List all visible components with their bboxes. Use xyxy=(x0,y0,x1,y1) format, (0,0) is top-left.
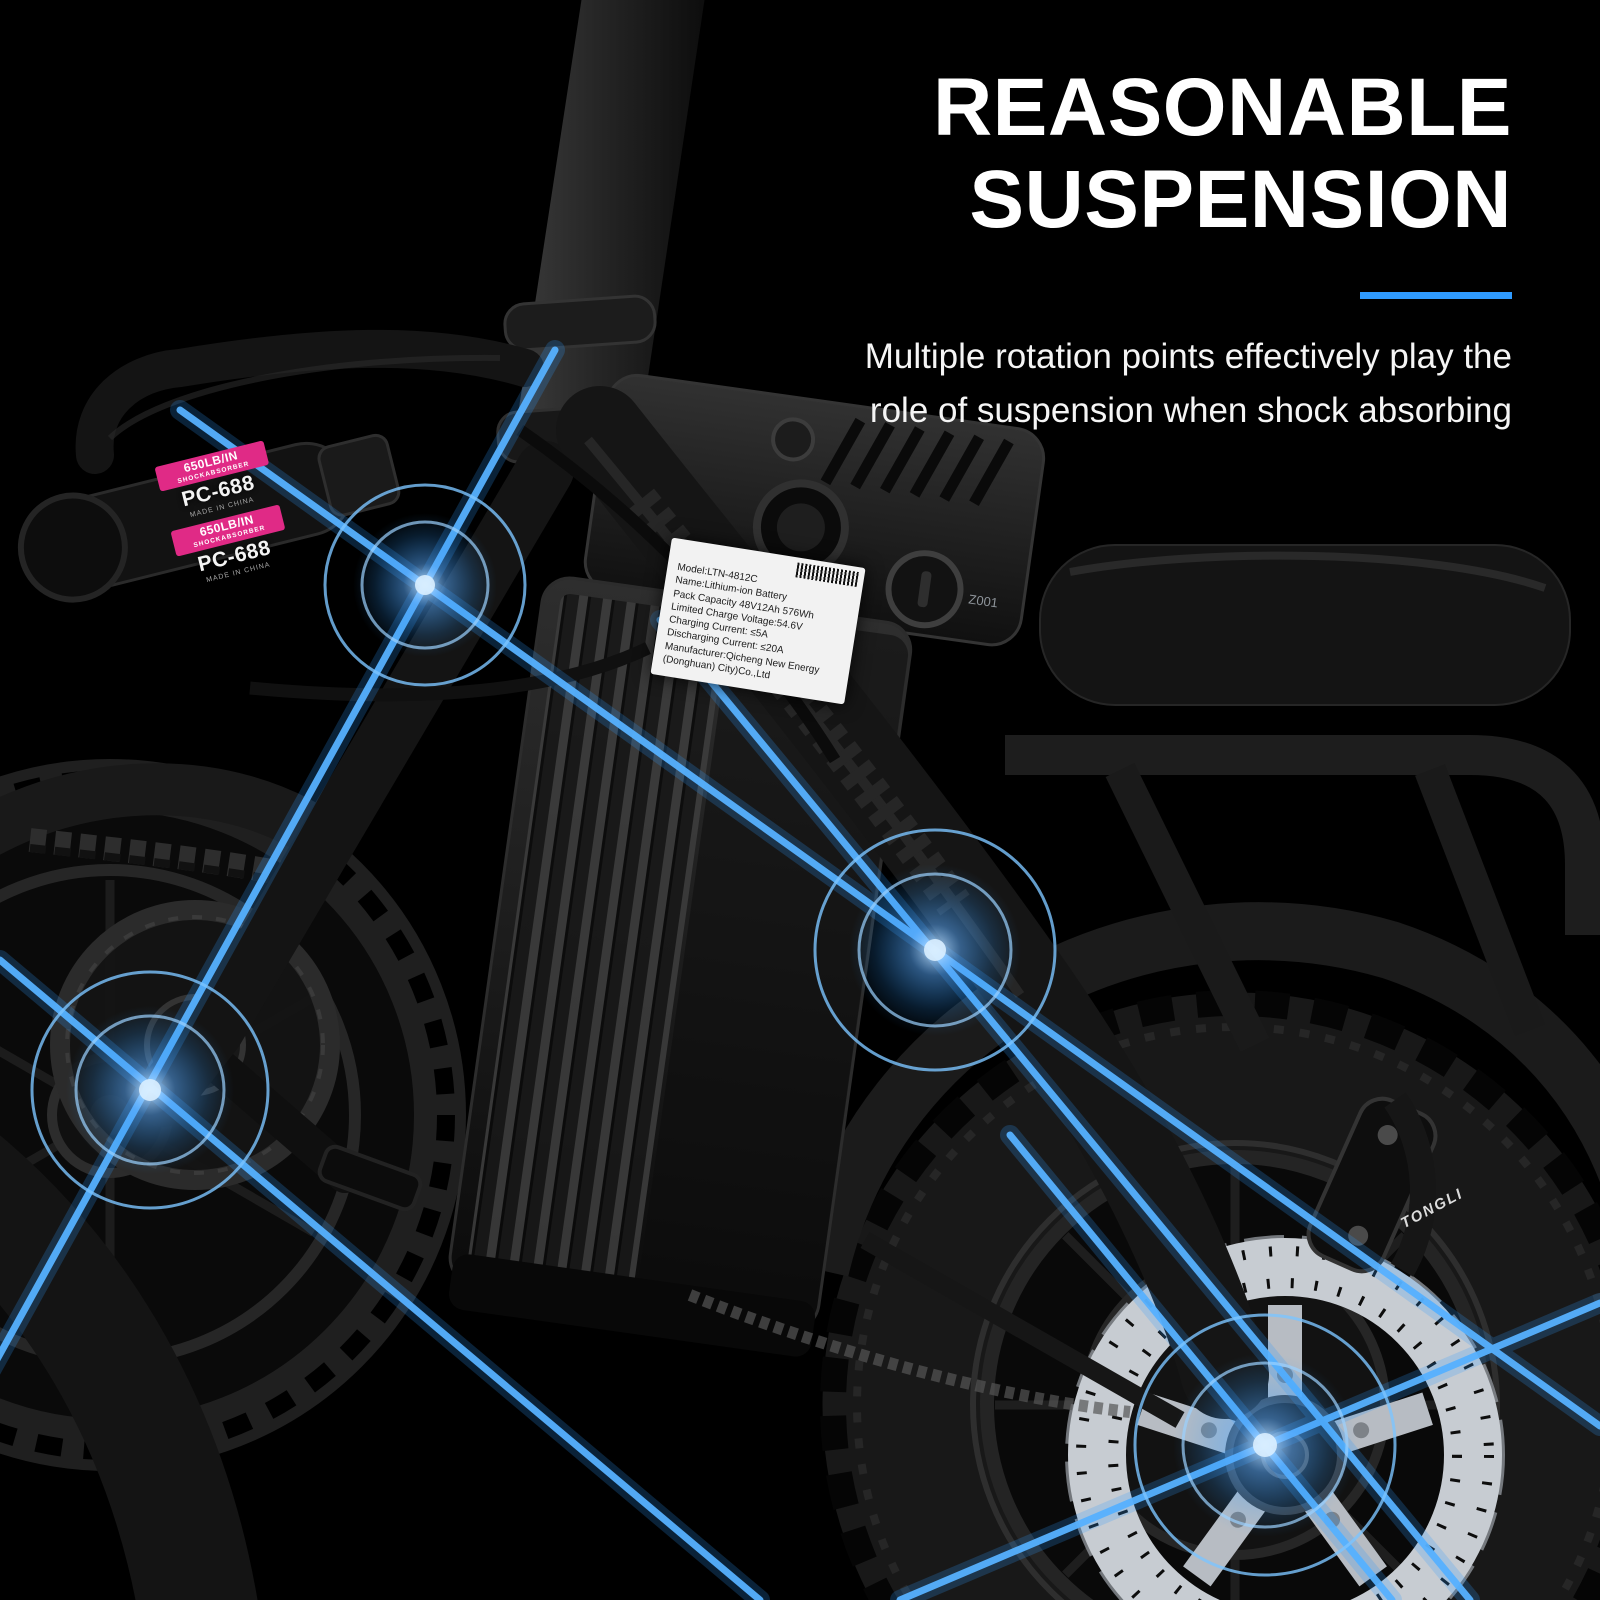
rotation-point-frame-pivot xyxy=(813,828,1057,1072)
front-fender-bottom xyxy=(0,1135,258,1600)
rear-seat-cushion xyxy=(1039,544,1571,706)
battery-ribs xyxy=(467,594,727,1293)
subtitle-line-1: Multiple rotation points effectively pla… xyxy=(864,337,1512,376)
rack-tube xyxy=(1005,735,1600,935)
post-clamp xyxy=(503,294,657,352)
headline: REASONABLE SUSPENSION xyxy=(933,62,1512,246)
brake-arm xyxy=(1384,1092,1436,1277)
rear-fender xyxy=(791,902,1600,1428)
accent-divider xyxy=(1360,292,1512,299)
handlebar xyxy=(75,329,544,474)
headline-line-2: SUSPENSION xyxy=(969,153,1512,245)
chain-lower xyxy=(687,1289,1131,1418)
battery-pack: Z001 xyxy=(448,373,1046,1357)
front-fender-top xyxy=(0,763,357,871)
fender-stay xyxy=(860,1232,1185,1428)
subtitle: Multiple rotation points effectively pla… xyxy=(865,330,1512,439)
steering-column xyxy=(511,0,705,470)
wiring-harness xyxy=(249,642,651,702)
headline-line-1: REASONABLE xyxy=(932,62,1512,153)
rotation-point-handlebar xyxy=(323,483,527,687)
subtitle-line-2: role of suspension when shock absorbing xyxy=(869,391,1512,431)
pedal xyxy=(317,1144,423,1212)
rotation-point-front-hub xyxy=(30,970,270,1210)
shock-end-cap xyxy=(17,492,128,603)
rear-rack xyxy=(1005,544,1600,1053)
cap-grille xyxy=(820,417,1014,506)
rotation-point-rear-hub xyxy=(1133,1313,1397,1577)
ignition-label: Z001 xyxy=(968,591,999,610)
screw-cap xyxy=(771,417,816,462)
